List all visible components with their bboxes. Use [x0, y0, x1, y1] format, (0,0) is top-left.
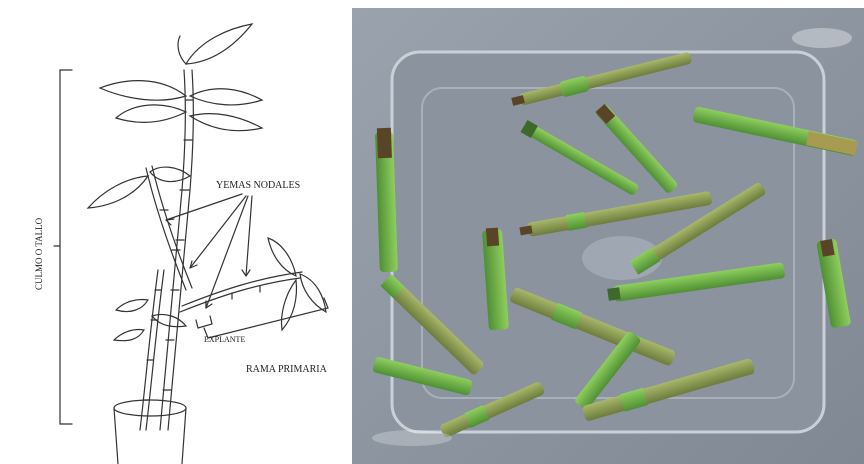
- explants-photo: [352, 8, 864, 464]
- culm-bracket: [54, 70, 72, 424]
- rama-primaria-label: RAMA PRIMARIA: [246, 364, 328, 375]
- explante-marker: [196, 316, 212, 328]
- bamboo-plant-diagram: CULMO O TALLO YEMAS NODALES EXPLANTE RAM…: [0, 0, 350, 464]
- explante-label: EXPLANTE: [204, 335, 245, 344]
- secondary-culm: [140, 270, 164, 430]
- left-branch: [146, 166, 192, 290]
- yemas-label: YEMAS NODALES: [216, 180, 300, 191]
- rama-bracket: [204, 298, 328, 338]
- pot-outline: [114, 400, 186, 464]
- culmo-label: CULMO O TALLO: [34, 217, 44, 290]
